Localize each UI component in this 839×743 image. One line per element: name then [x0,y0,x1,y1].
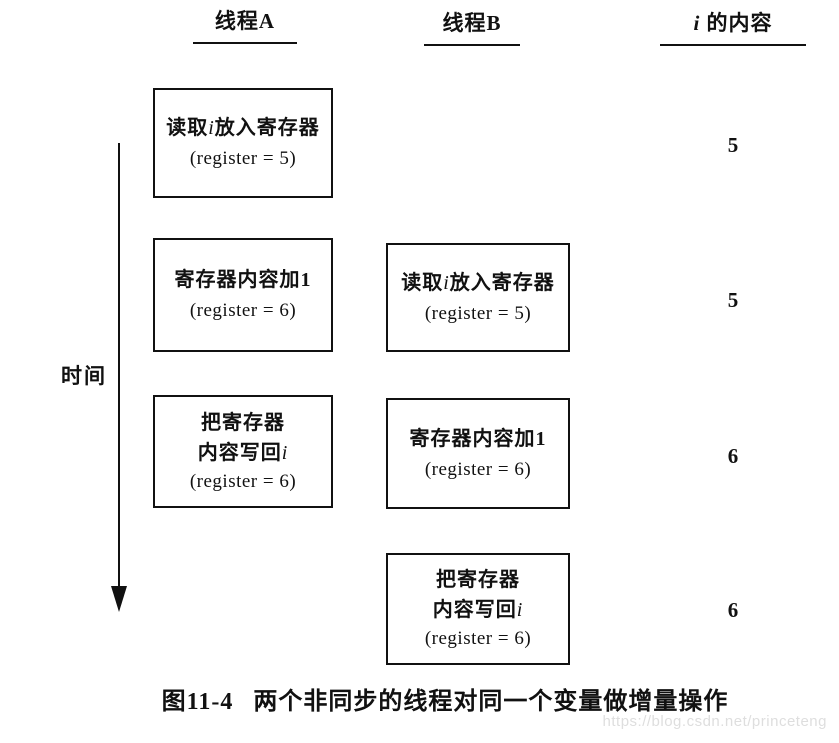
step-b3-action-line1: 把寄存器 [436,569,520,591]
step-a2-action: 寄存器内容加1 [174,269,312,291]
i-variable: i [516,599,524,621]
step-b2-action: 寄存器内容加1 [409,427,547,450]
step-box-a1: 读取i放入寄存器 (register = 5) [153,88,333,198]
figure-number: 图11-4 [161,689,234,715]
figure-caption-text: 两个非同步的线程对同一个变量做增量操作 [253,689,729,715]
csdn-watermark: https://blog.csdn.net/princeteng [602,713,827,730]
step-a1-action: 读取i放入寄存器 [166,116,320,141]
step-a2-register-value: (register = 6) [189,300,297,321]
step-box-a2: 寄存器内容加1 (register = 6) [153,238,333,352]
i-variable: i [443,271,450,294]
step-a3-action-line1: 把寄存器 [201,411,285,434]
time-label: 时间 [61,364,107,388]
text-segment: 内容写回 [432,599,517,621]
step-a1-register-value: (register = 5) [189,148,297,169]
step-a3-register-value: (register = 6) [189,470,297,492]
i-variable: i [693,11,701,35]
i-variable: i [208,117,215,139]
thread-a-label: 线程A [214,9,276,33]
step-a3-action-line2: 内容写回i [198,441,289,466]
i-variable: i [281,441,289,464]
time-axis-line [118,143,120,590]
text-segment: 读取 [401,271,444,294]
step-b3-register-value: (register = 6) [424,628,532,649]
text-segment: 内容写回 [197,441,282,464]
step-b1-action: 读取i放入寄存器 [401,271,555,296]
column-header-thread-b: 线程B [424,10,520,46]
step-box-a3: 把寄存器 内容写回i (register = 6) [153,395,333,508]
i-content-label: 的内容 [700,11,773,35]
i-value-row1: 5 [727,133,739,157]
step-box-b3: 把寄存器 内容写回i (register = 6) [386,553,570,665]
i-value-row3: 6 [727,444,739,468]
time-axis-arrowhead-icon [111,586,127,612]
column-header-i-content: i 的内容 [660,10,806,46]
step-b2-register-value: (register = 6) [424,458,532,480]
text-segment: 放入寄存器 [449,271,555,294]
step-b3-action-line2: 内容写回i [433,598,524,623]
figure-caption: 图11-4 两个非同步的线程对同一个变量做增量操作 [50,681,839,716]
column-header-thread-a: 线程A [193,8,297,44]
step-b1-register-value: (register = 5) [424,302,532,324]
i-value-row4: 6 [727,598,739,622]
step-box-b2: 寄存器内容加1 (register = 6) [386,398,570,509]
i-value-row2: 5 [727,288,739,312]
thread-b-label: 线程B [442,11,502,35]
step-box-b1: 读取i放入寄存器 (register = 5) [386,243,570,352]
text-segment: 放入寄存器 [214,117,320,139]
text-segment: 读取 [166,117,209,139]
